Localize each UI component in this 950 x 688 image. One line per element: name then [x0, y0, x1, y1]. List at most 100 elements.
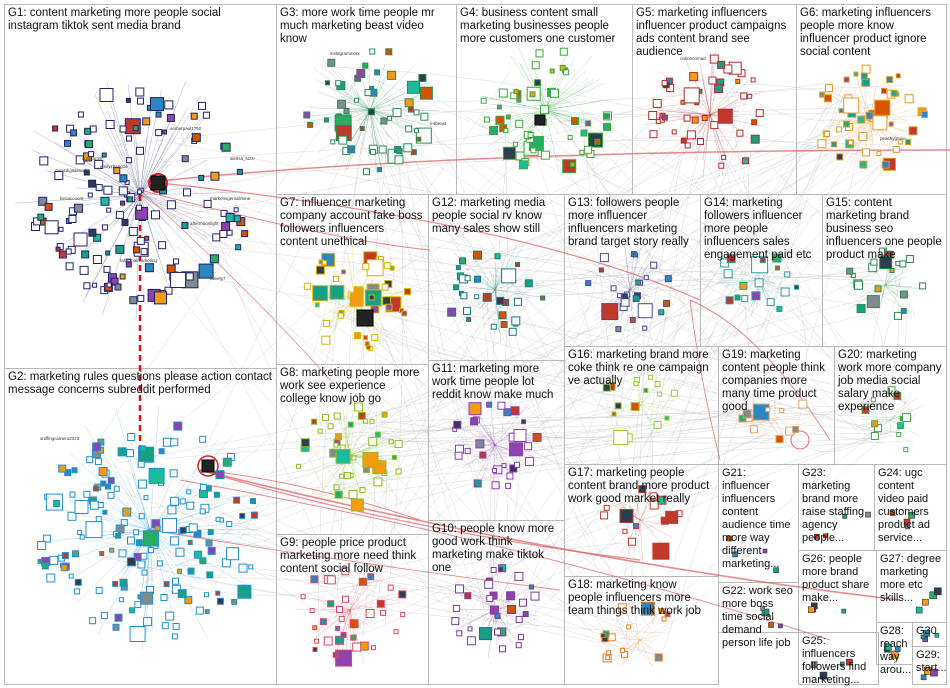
- hub-ring: [148, 173, 168, 193]
- node: [338, 615, 345, 622]
- edge: [335, 122, 894, 469]
- node: [632, 295, 640, 302]
- edge: [336, 86, 371, 111]
- node: [358, 577, 367, 586]
- node: [105, 120, 115, 129]
- edge: [629, 289, 634, 332]
- node: [221, 222, 231, 231]
- edge: [615, 105, 740, 625]
- edge-highlight: [149, 529, 561, 591]
- edge: [141, 89, 695, 221]
- edge: [463, 586, 496, 611]
- node: [137, 189, 143, 195]
- edge: [354, 299, 395, 345]
- node: [531, 61, 540, 70]
- node: [122, 507, 132, 517]
- edge: [860, 419, 891, 421]
- node: [498, 88, 508, 98]
- edge: [350, 109, 371, 142]
- node: [494, 628, 501, 636]
- edge: [139, 107, 189, 196]
- node: [841, 608, 847, 614]
- node: [317, 428, 323, 434]
- node: [136, 236, 145, 245]
- edge: [869, 119, 877, 170]
- edge: [369, 82, 400, 111]
- edge: [663, 260, 749, 514]
- node: [147, 547, 154, 554]
- node: [126, 135, 132, 142]
- node: [921, 598, 929, 606]
- edge: [349, 609, 364, 665]
- node: [836, 153, 844, 161]
- node: [383, 262, 391, 270]
- edge: [312, 144, 737, 639]
- node: [204, 592, 209, 598]
- node: [491, 481, 500, 490]
- edge: [494, 289, 500, 332]
- node: [381, 411, 388, 418]
- node: [822, 533, 828, 539]
- edge: [629, 247, 641, 291]
- node: [714, 84, 724, 94]
- node: [661, 616, 667, 622]
- edge: [863, 119, 871, 166]
- node: [335, 625, 341, 631]
- edge: [846, 119, 871, 140]
- edge: [655, 278, 786, 416]
- edge: [705, 95, 711, 116]
- node: [671, 129, 677, 135]
- node: [583, 145, 592, 154]
- node: [580, 129, 588, 137]
- node: [166, 114, 175, 122]
- node: [112, 623, 120, 631]
- node: [144, 235, 150, 241]
- edge: [747, 150, 769, 288]
- node: [512, 141, 518, 147]
- edge: [474, 135, 840, 262]
- node: [599, 253, 609, 263]
- node: [312, 285, 329, 302]
- node: [173, 258, 179, 265]
- edge: [486, 277, 517, 418]
- node: [310, 575, 319, 584]
- node: [97, 502, 104, 508]
- node: [400, 612, 406, 618]
- edge: [139, 194, 208, 238]
- node: [164, 100, 174, 110]
- node: [186, 501, 195, 510]
- edge: [870, 307, 886, 436]
- node: [68, 573, 74, 579]
- node: [181, 155, 189, 163]
- edge: [474, 444, 496, 481]
- edge: [349, 441, 394, 456]
- node: [53, 500, 61, 507]
- node: [404, 288, 411, 296]
- node: [751, 119, 758, 126]
- node: [315, 265, 325, 275]
- edge: [532, 81, 869, 310]
- node: [177, 589, 187, 599]
- node: [307, 121, 314, 128]
- node: [99, 551, 105, 556]
- node: [37, 541, 47, 550]
- node: [843, 97, 860, 114]
- node: [374, 69, 381, 76]
- edge: [774, 419, 806, 421]
- node: [335, 80, 342, 87]
- node: [600, 633, 606, 639]
- node: [160, 594, 168, 601]
- node: [798, 399, 808, 409]
- node: [629, 316, 636, 323]
- edge: [453, 609, 496, 632]
- node: [861, 64, 871, 74]
- node: [236, 168, 243, 175]
- edge: [369, 63, 386, 111]
- node: [109, 547, 115, 553]
- node: [871, 420, 879, 428]
- edge: [361, 114, 883, 316]
- node: [364, 89, 372, 97]
- node: [89, 500, 99, 510]
- edge: [479, 416, 496, 446]
- node: [348, 489, 358, 499]
